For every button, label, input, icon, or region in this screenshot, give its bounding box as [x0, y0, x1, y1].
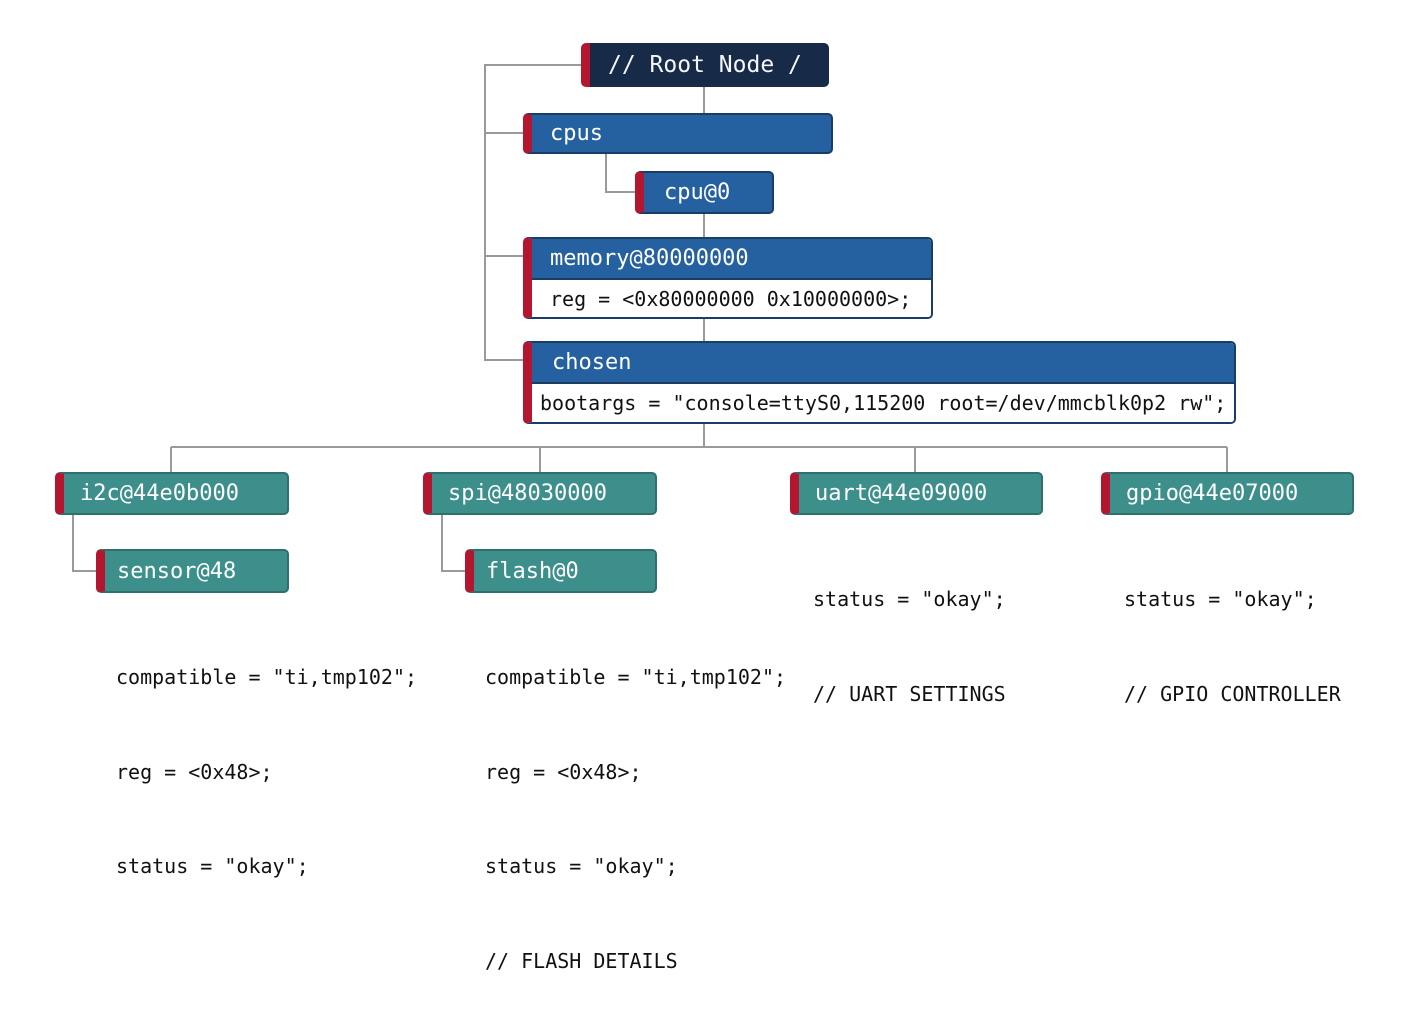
uart-properties: status = "okay"; // UART SETTINGS — [813, 521, 1006, 742]
flash-compatible-property: compatible = "ti,tmp102"; — [485, 665, 787, 689]
gpio-status-property: status = "okay"; — [1124, 587, 1317, 611]
flash-comment: // FLASH DETAILS — [485, 948, 678, 973]
uart-status-property: status = "okay"; — [813, 587, 1006, 611]
gpio-properties: status = "okay"; // GPIO CONTROLLER — [1124, 521, 1341, 742]
chosen-node[interactable]: chosen bootargs = "console=ttyS0,115200 … — [523, 341, 1236, 424]
i2c-node-label: i2c@44e0b000 — [80, 481, 239, 506]
uart-node-label: uart@44e09000 — [815, 481, 988, 506]
cpu0-node-label: cpu@0 — [664, 180, 731, 205]
spi-node-label: spi@48030000 — [448, 481, 607, 506]
flash-node[interactable]: flash@0 — [465, 549, 657, 593]
sensor-properties: compatible = "ti,tmp102"; reg = <0x48>; … — [116, 599, 417, 914]
root-node[interactable]: // Root Node / — [581, 43, 829, 87]
sensor-status-property: status = "okay"; — [116, 854, 309, 878]
memory-reg-property: reg = <0x80000000 0x10000000>; — [532, 278, 931, 317]
flash-reg-property: reg = <0x48>; — [485, 759, 642, 784]
sensor-node-label: sensor@48 — [117, 558, 237, 584]
chosen-bootargs-property: bootargs = "console=ttyS0,115200 root=/d… — [532, 382, 1234, 422]
sensor-compatible-property: compatible = "ti,tmp102"; — [116, 665, 418, 689]
flash-node-label: flash@0 — [486, 558, 579, 584]
connector-lines — [72, 64, 1228, 572]
cpus-node-label: cpus — [550, 121, 603, 146]
gpio-comment: // GPIO CONTROLLER — [1124, 681, 1341, 706]
sensor-node[interactable]: sensor@48 — [96, 549, 289, 593]
sensor-reg-property: reg = <0x48>; — [116, 759, 273, 784]
memory-node-label: memory@80000000 — [532, 239, 931, 278]
cpus-node[interactable]: cpus — [523, 113, 833, 154]
chosen-node-label: chosen — [532, 343, 1234, 382]
gpio-node-label: gpio@44e07000 — [1126, 481, 1299, 506]
uart-node[interactable]: uart@44e09000 — [790, 472, 1043, 515]
gpio-node[interactable]: gpio@44e07000 — [1101, 472, 1354, 515]
flash-properties: compatible = "ti,tmp102"; reg = <0x48>; … — [485, 599, 786, 1009]
memory-node[interactable]: memory@80000000 reg = <0x80000000 0x1000… — [523, 237, 933, 319]
flash-status-property: status = "okay"; — [485, 854, 678, 878]
uart-comment: // UART SETTINGS — [813, 681, 1006, 706]
cpu0-node[interactable]: cpu@0 — [635, 171, 774, 214]
spi-node[interactable]: spi@48030000 — [423, 472, 657, 515]
i2c-node[interactable]: i2c@44e0b000 — [55, 472, 289, 515]
root-node-label: // Root Node / — [608, 52, 802, 78]
